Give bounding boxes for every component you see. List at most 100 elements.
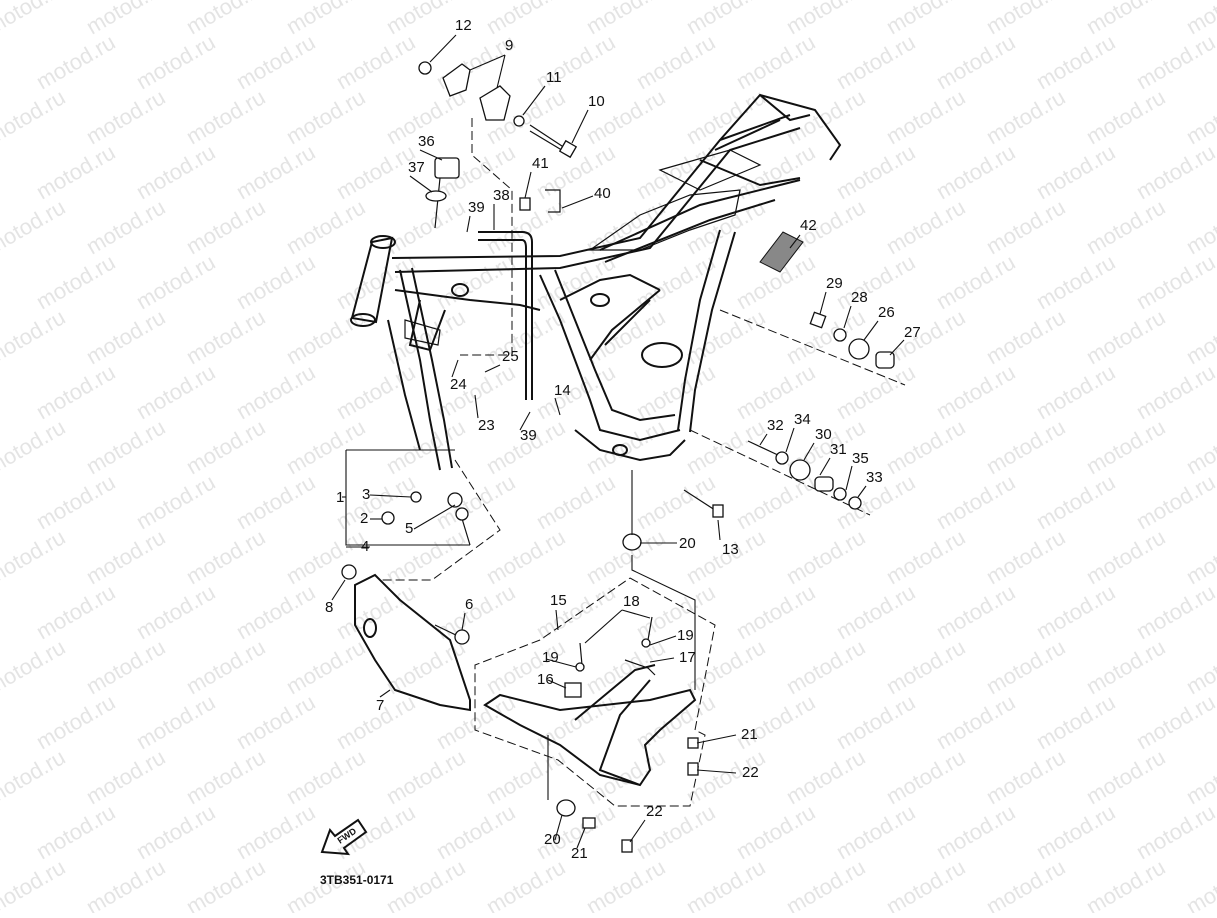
watermark-text: motod.ru (582, 524, 670, 589)
part-label-32: 32 (767, 417, 784, 434)
part-label-36: 36 (418, 133, 435, 150)
watermark-text: motod.ru (1182, 634, 1217, 699)
watermark-text: motod.ru (1032, 139, 1120, 204)
watermark-text: motod.ru (232, 139, 320, 204)
watermark-text: motod.ru (432, 359, 520, 424)
leader-line (785, 427, 795, 453)
leader-line (451, 359, 459, 378)
watermark-text: motod.ru (482, 0, 570, 39)
watermark-text: motod.ru (0, 744, 70, 809)
watermark-text: motod.ru (882, 304, 970, 369)
part-label-21: 21 (571, 845, 588, 862)
part-label-31: 31 (830, 441, 847, 458)
watermark-text: motod.ru (982, 304, 1070, 369)
part-label-11: 11 (546, 69, 562, 86)
watermark-text: motod.ru (432, 799, 520, 864)
watermark-text: motod.ru (432, 469, 520, 534)
part-label-34: 34 (794, 411, 811, 428)
watermark-text: motod.ru (182, 854, 270, 913)
leader-line (649, 635, 677, 646)
watermark-text: motod.ru (882, 524, 970, 589)
watermark-text: motod.ru (832, 359, 920, 424)
right-parts (689, 231, 906, 516)
watermark-text: motod.ru (632, 579, 720, 644)
watermark-text: motod.ru (932, 689, 1020, 754)
watermark-text: motod.ru (1182, 304, 1217, 369)
watermark-text: motod.ru (582, 744, 670, 809)
forward-arrow: FWD (320, 818, 368, 856)
watermark-text: motod.ru (132, 689, 220, 754)
watermark-text: motod.ru (282, 524, 370, 589)
watermark-text: motod.ru (82, 0, 170, 39)
watermark-text: motod.ru (1132, 469, 1217, 534)
part-label-15: 15 (550, 592, 567, 609)
watermark-text: motod.ru (982, 414, 1070, 479)
watermark-text: motod.ru (0, 304, 70, 369)
leader-line (524, 171, 532, 199)
watermark-text: motod.ru (1082, 304, 1170, 369)
watermark-text: motod.ru (682, 84, 770, 149)
part-label-22: 22 (646, 803, 663, 820)
watermark-text: motod.ru (1082, 84, 1170, 149)
watermark-text: motod.ru (282, 194, 370, 259)
watermark-text: motod.ru (682, 854, 770, 913)
part-label-6: 6 (465, 596, 473, 613)
hose-38 (478, 231, 533, 400)
leader-lines (331, 34, 905, 849)
watermark-text: motod.ru (182, 194, 270, 259)
watermark-text: motod.ru (882, 84, 970, 149)
watermark-text: motod.ru (0, 0, 70, 39)
watermark-text: motod.ru (32, 579, 120, 644)
watermark-text: motod.ru (182, 524, 270, 589)
watermark-text: motod.ru (0, 634, 70, 699)
watermark-text: motod.ru (82, 304, 170, 369)
watermark-text: motod.ru (582, 0, 670, 39)
watermark-text: motod.ru (1032, 359, 1120, 424)
watermark-text: motod.ru (132, 249, 220, 314)
part-label-2: 2 (360, 510, 368, 527)
watermark-text: motod.ru (1182, 854, 1217, 913)
watermark-text: motod.ru (732, 579, 820, 644)
watermark-text: motod.ru (232, 689, 320, 754)
watermark-text: motod.ru (1082, 0, 1170, 39)
part-label-1: 1 (336, 489, 344, 506)
leader-line (379, 689, 391, 698)
part-label-9: 9 (505, 37, 513, 54)
leader-line (409, 175, 433, 193)
watermark-text: motod.ru (32, 139, 120, 204)
part-label-18: 18 (623, 593, 640, 610)
left-bracket-parts (345, 449, 501, 581)
watermark-text: motod.ru (0, 524, 70, 589)
watermark-text: motod.ru (1082, 634, 1170, 699)
watermark-text: motod.ru (1182, 414, 1217, 479)
leader-line (759, 433, 768, 446)
watermark-text: motod.ru (232, 249, 320, 314)
watermark-text: motod.ru (132, 579, 220, 644)
part-label-14: 14 (554, 382, 571, 399)
watermark-text: motod.ru (1132, 249, 1217, 314)
part-label-30: 30 (815, 426, 832, 443)
watermark-text: motod.ru (782, 744, 870, 809)
watermark-text: motod.ru (1182, 524, 1217, 589)
watermark-text: motod.ru (932, 469, 1020, 534)
leader-line (845, 465, 853, 491)
part-label-27: 27 (904, 324, 921, 341)
watermark-text: motod.ru (832, 29, 920, 94)
part-label-28: 28 (851, 289, 868, 306)
watermark-text: motod.ru (1182, 194, 1217, 259)
watermark-text: motod.ru (132, 139, 220, 204)
watermark-text: motod.ru (982, 744, 1070, 809)
watermark-text: motod.ru (32, 359, 120, 424)
part-label-22: 22 (742, 764, 759, 781)
watermark-text: motod.ru (682, 0, 770, 39)
watermark-text: motod.ru (132, 469, 220, 534)
watermark-text: motod.ru (32, 689, 120, 754)
leader-line (419, 149, 443, 161)
watermark-text: motod.ru (332, 359, 420, 424)
watermark-text: motod.ru (982, 524, 1070, 589)
watermark-text: motod.ru (432, 689, 520, 754)
watermark-text: motod.ru (232, 29, 320, 94)
part-label-24: 24 (450, 376, 467, 393)
watermark-text: motod.ru (982, 0, 1070, 39)
